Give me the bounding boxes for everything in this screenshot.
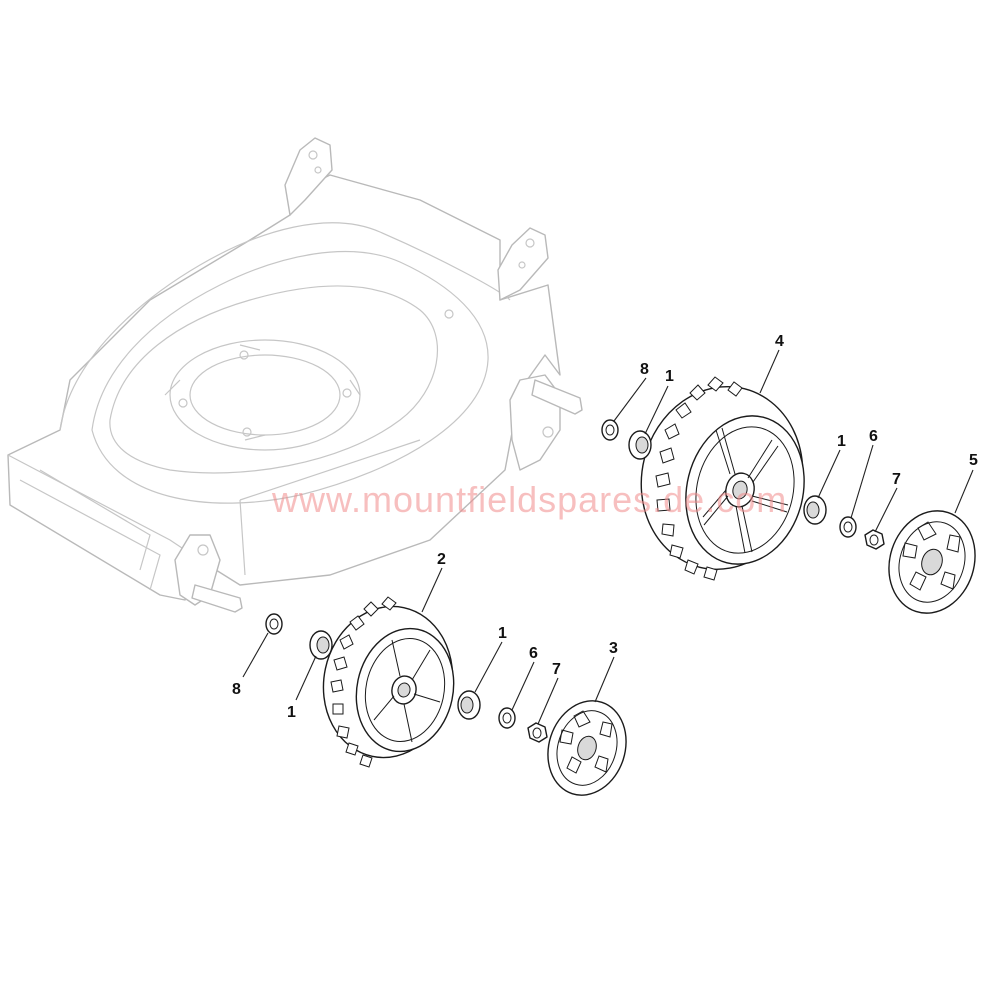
callout-3-hubcap: 3 — [609, 640, 618, 657]
washer-8-rear — [601, 419, 619, 441]
front-wheel-tread — [330, 596, 397, 768]
front-hardware — [265, 613, 627, 796]
callout-1-rear-outer: 1 — [837, 433, 846, 450]
callout-6-front: 6 — [529, 645, 538, 662]
washer-6-front — [498, 707, 516, 729]
callout-1-front-inner: 1 — [287, 704, 296, 721]
nut-7-rear — [864, 529, 885, 550]
front-wheel — [322, 596, 455, 768]
callout-1-front-outer: 1 — [498, 625, 507, 642]
callout-5-hubcap: 5 — [969, 452, 978, 469]
rear-wheel — [640, 376, 805, 581]
rear-hardware — [601, 419, 976, 614]
callout-8-front: 8 — [232, 681, 241, 698]
callout-8-rear: 8 — [640, 361, 649, 378]
leader-lines — [242, 349, 974, 725]
callouts: 8 1 4 1 6 7 5 2 1 6 7 3 8 1 — [232, 333, 978, 721]
watermark: www.mountfieldspares.de.com — [271, 479, 787, 520]
callout-2-front-wheel: 2 — [437, 551, 446, 568]
callout-1-rear-inner: 1 — [665, 368, 674, 385]
rear-wheel-tread — [655, 376, 743, 581]
washer-8-front — [265, 613, 283, 635]
nut-7-front — [527, 722, 548, 743]
callout-6-rear: 6 — [869, 428, 878, 445]
mower-deck-outline — [7, 137, 583, 613]
washer-6-rear — [839, 516, 857, 538]
callout-7-front: 7 — [552, 661, 561, 678]
callout-4-rear-wheel: 4 — [775, 333, 784, 350]
callout-7-rear: 7 — [892, 471, 901, 488]
